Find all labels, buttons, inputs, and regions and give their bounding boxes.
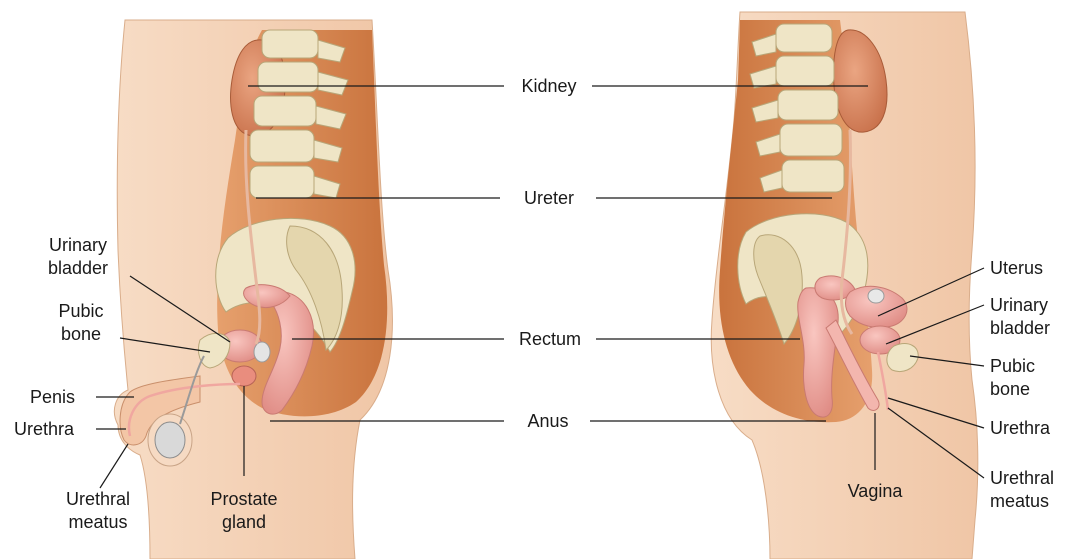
label-prostate-gland-line2: gland bbox=[196, 511, 292, 533]
label-kidney: Kidney bbox=[508, 75, 590, 97]
male-testis bbox=[155, 422, 185, 458]
label-female-pubic-bone-line1: Pubic bbox=[990, 355, 1066, 377]
label-male-urethral-meatus-line2: meatus bbox=[50, 511, 146, 533]
label-female-urethra: Urethra bbox=[990, 417, 1066, 439]
label-female-urinary-bladder-line2: bladder bbox=[990, 317, 1066, 339]
female-ovary bbox=[868, 289, 884, 303]
label-male-penis: Penis bbox=[30, 386, 94, 408]
label-female-urethral-meatus-line2: meatus bbox=[990, 490, 1068, 512]
label-female-pubic-bone-line2: bone bbox=[990, 378, 1066, 400]
label-male-urinary-bladder-line2: bladder bbox=[30, 257, 126, 279]
label-male-urethral-meatus-line1: Urethral bbox=[50, 488, 146, 510]
male-figure bbox=[114, 20, 392, 559]
female-figure bbox=[711, 12, 978, 559]
label-ureter: Ureter bbox=[504, 187, 594, 209]
label-male-pubic-bone-line2: bone bbox=[44, 323, 118, 345]
label-male-urethra: Urethra bbox=[14, 418, 94, 440]
male-seminal bbox=[254, 342, 270, 362]
label-prostate-gland-line1: Prostate bbox=[196, 488, 292, 510]
label-female-urinary-bladder-line1: Urinary bbox=[990, 294, 1066, 316]
label-female-urethral-meatus-line1: Urethral bbox=[990, 467, 1068, 489]
label-male-urinary-bladder-line1: Urinary bbox=[30, 234, 126, 256]
label-male-pubic-bone-line1: Pubic bbox=[44, 300, 118, 322]
label-uterus: Uterus bbox=[990, 257, 1066, 279]
label-vagina: Vagina bbox=[832, 480, 918, 502]
label-rectum: Rectum bbox=[506, 328, 594, 350]
label-anus: Anus bbox=[508, 410, 588, 432]
